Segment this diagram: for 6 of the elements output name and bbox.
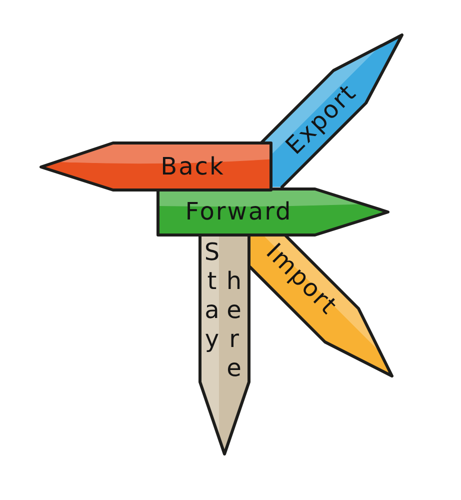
sign-label: Back (160, 154, 225, 180)
sign-label: Forward (184, 199, 292, 225)
sign-label: Stay (203, 238, 221, 354)
arrow-sign (156, 187, 390, 237)
arrow-sign (39, 141, 273, 192)
sign-label: here (225, 267, 243, 383)
